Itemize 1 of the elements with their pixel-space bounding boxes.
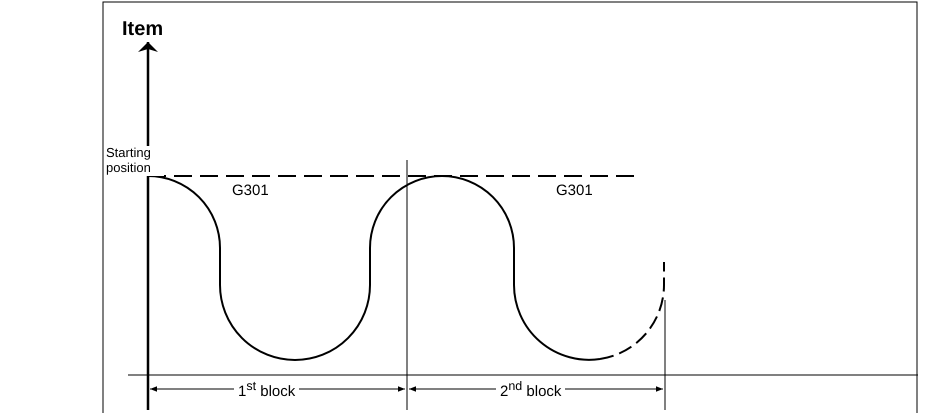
position-label: Starting position — [104, 146, 164, 176]
